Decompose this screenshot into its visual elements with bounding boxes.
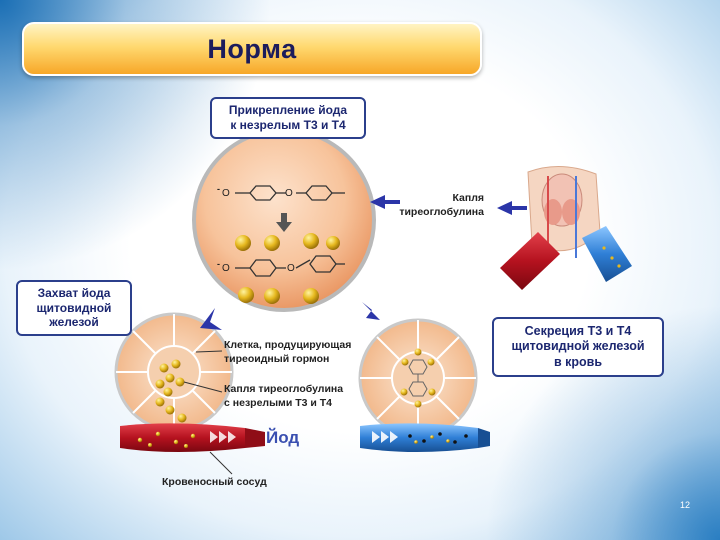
label-thyroglobulin-drop-line2: тиреоглобулина [399,205,484,218]
label-thyroglobulin-immature: Капля тиреоглобулина с незрелыми Т3 и Т4 [224,383,343,410]
callout-capture-line1: Захват йода [37,286,111,301]
left-follicle [114,312,234,432]
label-thyroglobulin-immature-line2: с незрелыми Т3 и Т4 [224,396,332,409]
atom-charge-top: - [217,184,220,194]
callout-capture-line2: щитовидной [36,300,112,315]
arrow-from-neck [497,201,527,215]
callout-capture: Захват йода щитовидной железой [16,280,132,336]
leader-lines [183,350,233,475]
label-hormone-cell: Клетка, продуцирующая тиреоидный гормон [224,339,351,366]
callout-secretion-line2: щитовидной железой [511,339,645,354]
arrow-capture-up [200,308,222,330]
label-blood-vessel: Кровеносный сосуд [162,476,267,488]
blood-vessel-red [120,423,265,452]
arrow-secretion-down [362,302,380,320]
title-banner: Норма [22,22,482,76]
neck-artery [500,232,560,290]
label-iodine: Йод [266,428,300,447]
flow-arrows [200,195,527,330]
immature-molecule [235,185,345,201]
thyroid-neck-illustration [500,165,632,290]
callout-attachment: Прикрепление йода к незрелым Т3 и Т4 [210,97,366,139]
callout-secretion: Секреция Т3 и Т4 щитовидной железой в кр… [492,317,664,377]
label-thyroglobulin-drop: Капля тиреоглобулина [392,192,484,219]
label-thyroglobulin-drop-line1: Капля [452,192,484,204]
callout-attachment-line1: Прикрепление йода [228,103,348,118]
right-follicle [358,318,478,438]
callout-secretion-line3: в кровь [553,354,603,369]
atom-oxygen-bottom-mid: O [287,263,295,274]
arrow-to-central-cell [370,195,400,209]
central-cell [192,128,376,312]
blood-vessel-blue [360,423,490,452]
label-thyroglobulin-immature-line1: Капля тиреоглобулина [224,383,344,395]
neck-vein [582,226,632,282]
iodine-atoms [235,233,340,304]
callout-attachment-line2: к незрелым Т3 и Т4 [230,118,346,132]
iodinated-molecule [235,255,345,277]
label-hormone-cell-line2: тиреоидный гормон [224,352,330,365]
atom-oxygen-top-mid: O [285,188,293,199]
label-hormone-cell-line1: Клетка, продуцирующая [224,339,352,351]
callout-capture-line3: железой [49,315,99,330]
callout-secretion-line1: Секреция Т3 и Т4 [524,324,632,339]
atom-charge-bottom: - [217,259,220,269]
page-title: Норма [207,33,297,64]
atom-oxygen-top-left: O [222,188,230,199]
atom-oxygen-bottom-left: O [222,263,230,274]
conversion-arrow [276,213,292,232]
page-number: 12 [679,500,690,510]
